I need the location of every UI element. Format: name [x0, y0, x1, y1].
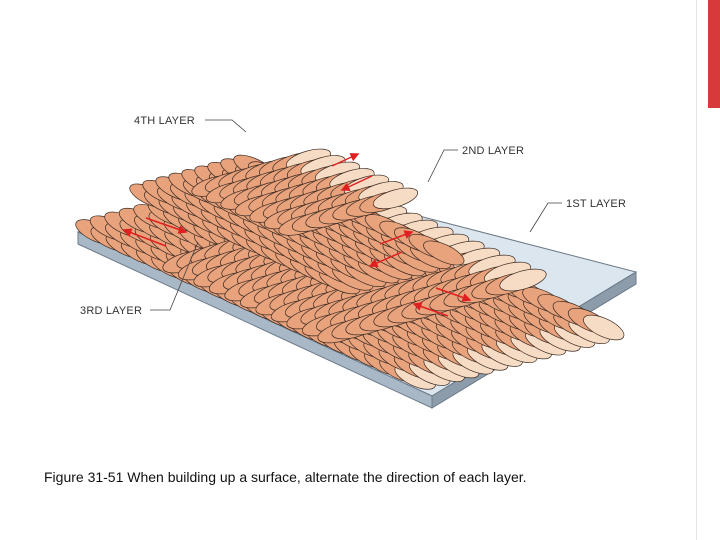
weld-bead — [372, 187, 419, 210]
weld-bead — [423, 240, 465, 266]
label-1st-layer: 1ST LAYER — [566, 198, 626, 210]
direction-arrow — [379, 230, 414, 245]
direction-arrow — [340, 175, 373, 191]
leader-line-1st — [529, 202, 562, 233]
weld-bead — [583, 314, 625, 341]
leader-line-4th — [205, 119, 247, 133]
figure-caption: Figure 31-51 When building up a surface,… — [44, 469, 527, 485]
direction-arrow — [145, 217, 188, 234]
leader-line-2nd — [427, 149, 458, 183]
label-3rd-layer: 3RD LAYER — [80, 305, 142, 317]
direction-arrow — [368, 251, 403, 268]
direction-arrows — [122, 153, 472, 317]
leader-lines — [150, 119, 562, 311]
accent-bar — [708, 0, 720, 108]
direction-arrow — [122, 228, 167, 247]
leader-line-3rd — [150, 241, 199, 311]
weld-bead — [499, 268, 547, 292]
direction-arrow — [435, 287, 472, 302]
direction-arrow — [412, 302, 449, 317]
direction-arrow — [331, 153, 360, 167]
label-4th-layer: 4TH LAYER — [134, 115, 195, 127]
label-2nd-layer: 2ND LAYER — [462, 145, 524, 157]
